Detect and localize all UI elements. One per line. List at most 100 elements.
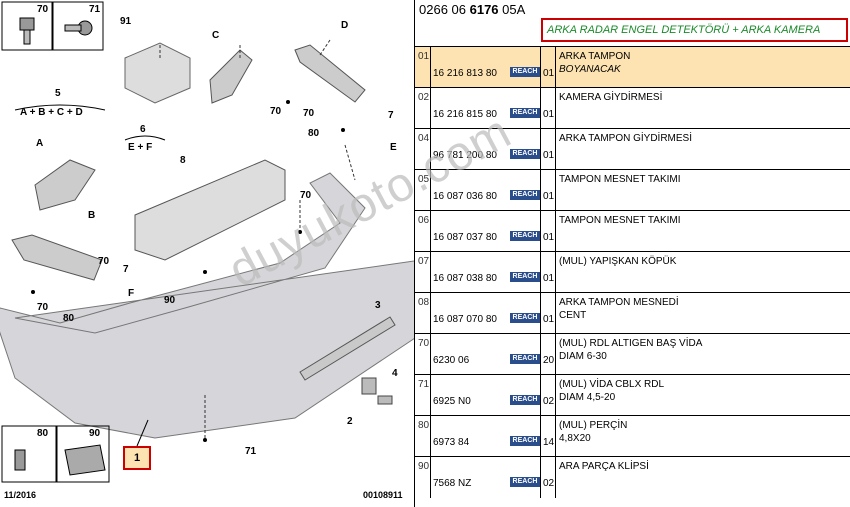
part-number[interactable]: 16 087 037 80 (433, 232, 497, 243)
column-divider (430, 129, 431, 170)
part-note: CENT (559, 310, 587, 321)
column-divider (430, 88, 431, 129)
column-divider (555, 88, 556, 129)
label-F: F (128, 288, 135, 299)
part-number[interactable]: 7568 NZ (433, 478, 472, 489)
label-70-top: 70 (37, 4, 49, 15)
column-divider (555, 211, 556, 252)
label-90: 90 (164, 295, 176, 306)
label-70-e: 70 (98, 256, 110, 267)
column-divider (430, 457, 431, 498)
bumper-illustration (0, 1, 414, 483)
row-index: 70 (418, 338, 430, 349)
column-divider (540, 334, 541, 375)
column-divider (555, 47, 556, 88)
part-description: (MUL) PERÇİN (559, 420, 628, 431)
column-divider (555, 457, 556, 498)
quantity: 01 (543, 273, 555, 284)
column-divider (540, 375, 541, 416)
label-4: 4 (392, 368, 398, 379)
reach-badge: REACH (510, 313, 540, 323)
column-divider (430, 211, 431, 252)
part-description: (MUL) VİDA CBLX RDL (559, 379, 665, 390)
screw-70-icon (19, 17, 35, 45)
label-70-b: 70 (270, 106, 282, 117)
part-number[interactable]: 16 087 070 80 (433, 314, 497, 325)
quantity: 01 (543, 314, 555, 325)
reach-badge: REACH (510, 477, 540, 487)
part-description: ARKA TAMPON GİYDİRMESİ (559, 133, 692, 144)
part-description: (MUL) YAPIŞKAN KÖPÜK (559, 256, 677, 267)
part-number[interactable]: 6925 N0 (433, 396, 471, 407)
callout-part-1[interactable]: 1 (123, 446, 151, 470)
diagram-ref: 00108911 (363, 490, 403, 500)
quantity: 01 (543, 232, 555, 243)
column-divider (430, 47, 431, 88)
quantity: 14 (543, 437, 555, 448)
column-divider (540, 129, 541, 170)
part-description: KAMERA GİYDİRMESİ (559, 92, 663, 103)
label-8: 8 (180, 155, 186, 166)
label-5-sub: A + B + C + D (20, 107, 83, 118)
label-E: E (390, 142, 397, 153)
part-number[interactable]: 6230 06 (433, 355, 470, 366)
part-note: BOYANACAK (559, 64, 621, 75)
label-6-sub: E + F (128, 142, 153, 153)
quantity: 01 (543, 109, 555, 120)
row-index: 06 (418, 215, 430, 226)
row-index: 04 (418, 133, 430, 144)
column-divider (555, 252, 556, 293)
row-index: 71 (418, 379, 430, 390)
reach-badge: REACH (510, 108, 540, 118)
column-divider (540, 293, 541, 334)
quantity: 01 (543, 150, 555, 161)
part-description: ARKA TAMPON MESNEDİ (559, 297, 679, 308)
reach-badge: REACH (510, 395, 540, 405)
part-number[interactable]: 16 216 815 80 (433, 109, 497, 120)
reach-badge: REACH (510, 272, 540, 282)
part-number[interactable]: 6973 84 (433, 437, 470, 448)
part-number[interactable]: 16 087 036 80 (433, 191, 497, 202)
column-divider (555, 375, 556, 416)
part-description: ARA PARÇA KLİPSİ (559, 461, 649, 472)
column-divider (430, 252, 431, 293)
label-80-c: 80 (37, 428, 49, 439)
quantity: 01 (543, 191, 555, 202)
row-index: 90 (418, 461, 430, 472)
column-divider (430, 375, 431, 416)
column-divider (540, 88, 541, 129)
column-divider (430, 170, 431, 211)
row-index: 07 (418, 256, 430, 267)
part-number[interactable]: 16 216 813 80 (433, 68, 497, 79)
label-A: A (36, 138, 44, 149)
part-description: (MUL) RDL ALTIGEN BAŞ VİDA (559, 338, 703, 349)
part-description: TAMPON MESNET TAKIMI (559, 174, 681, 185)
column-divider (540, 170, 541, 211)
reach-badge: REACH (510, 436, 540, 446)
part-note: DIAM 4,5-20 (559, 392, 616, 403)
quantity: 20 (543, 355, 555, 366)
part-number[interactable]: 16 087 038 80 (433, 273, 497, 284)
quantity: 01 (543, 68, 555, 79)
label-80-a: 80 (308, 128, 320, 139)
label-2: 2 (347, 416, 353, 427)
part-note: 4,8X20 (559, 433, 591, 444)
part-number[interactable]: 96 781 200 80 (433, 150, 497, 161)
label-80-b: 80 (63, 313, 75, 324)
row-index: 80 (418, 420, 430, 431)
row-index: 05 (418, 174, 430, 185)
label-C: C (212, 30, 220, 41)
label-5: 5 (55, 88, 61, 99)
quantity: 02 (543, 478, 555, 489)
